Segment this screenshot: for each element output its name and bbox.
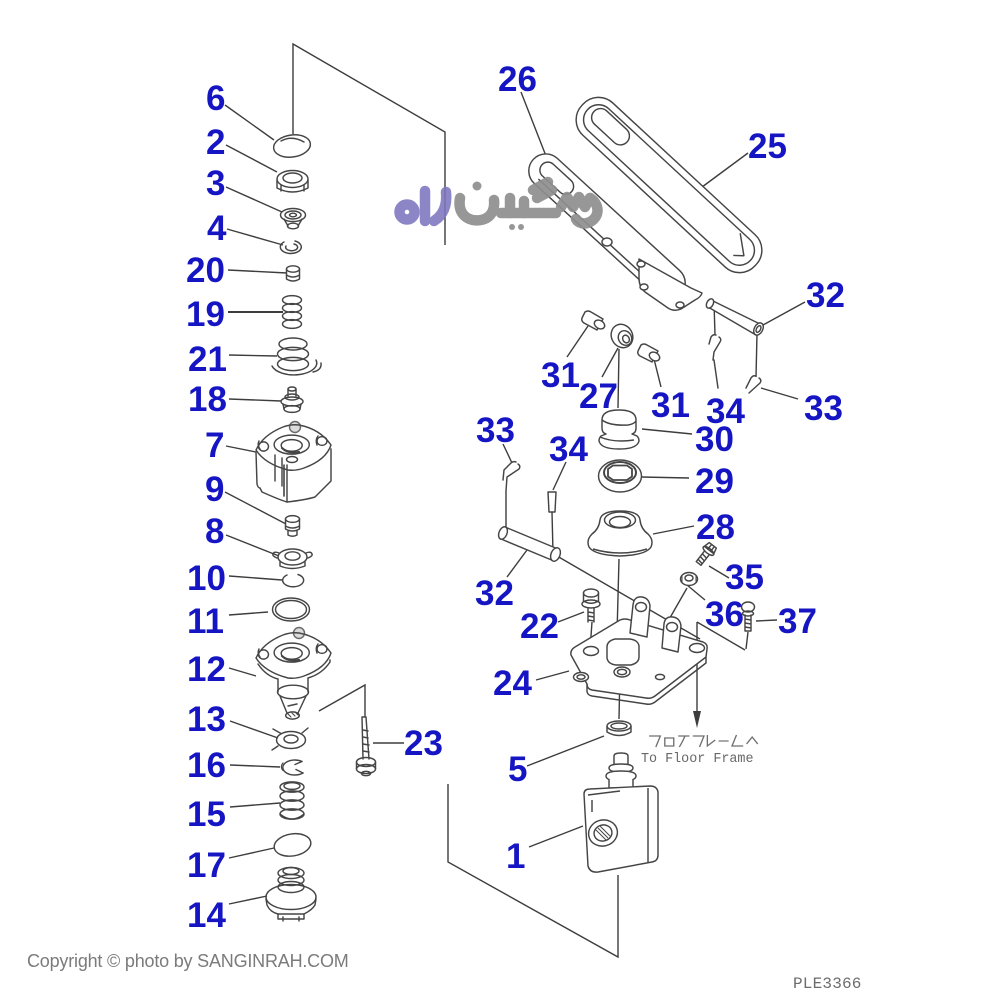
- svg-text:22: 22: [520, 607, 559, 646]
- svg-text:2: 2: [206, 123, 225, 162]
- svg-text:34: 34: [706, 392, 745, 431]
- svg-text:PLE3366: PLE3366: [793, 975, 862, 993]
- svg-text:28: 28: [696, 508, 735, 547]
- svg-text:33: 33: [804, 389, 843, 428]
- svg-text:35: 35: [725, 558, 764, 597]
- svg-text:6: 6: [206, 79, 225, 118]
- svg-text:10: 10: [187, 559, 226, 598]
- svg-text:12: 12: [187, 650, 226, 689]
- svg-text:5: 5: [508, 750, 527, 789]
- svg-text:3: 3: [206, 164, 225, 203]
- svg-text:21: 21: [188, 340, 227, 379]
- svg-text:14: 14: [187, 896, 226, 935]
- svg-text:30: 30: [695, 420, 734, 459]
- svg-text:16: 16: [187, 746, 226, 785]
- svg-text:11: 11: [187, 602, 224, 641]
- svg-text:25: 25: [748, 127, 787, 166]
- svg-text:8: 8: [205, 512, 224, 551]
- svg-text:31: 31: [651, 386, 690, 425]
- svg-text:To Floor Frame: To Floor Frame: [641, 752, 754, 767]
- svg-text:34: 34: [549, 430, 588, 469]
- svg-text:Copyright © photo by SANGINRAH: Copyright © photo by SANGINRAH.COM: [27, 951, 349, 971]
- svg-text:9: 9: [205, 470, 224, 509]
- svg-text:29: 29: [695, 462, 734, 501]
- svg-text:18: 18: [188, 380, 227, 419]
- svg-text:26: 26: [498, 60, 537, 99]
- svg-text:32: 32: [806, 276, 845, 315]
- svg-text:36: 36: [705, 595, 744, 634]
- svg-text:19: 19: [186, 295, 225, 334]
- svg-text:1: 1: [506, 837, 525, 876]
- svg-text:32: 32: [475, 574, 514, 613]
- svg-text:13: 13: [187, 700, 226, 739]
- svg-text:23: 23: [404, 724, 443, 763]
- svg-text:24: 24: [493, 664, 532, 703]
- svg-text:20: 20: [186, 251, 225, 290]
- svg-text:15: 15: [187, 795, 226, 834]
- svg-text:17: 17: [187, 846, 226, 885]
- svg-text:37: 37: [778, 602, 817, 641]
- svg-text:27: 27: [579, 377, 618, 416]
- svg-text:31: 31: [541, 356, 580, 395]
- svg-text:4: 4: [207, 209, 227, 248]
- svg-text:7: 7: [205, 426, 224, 465]
- svg-text:33: 33: [476, 411, 515, 450]
